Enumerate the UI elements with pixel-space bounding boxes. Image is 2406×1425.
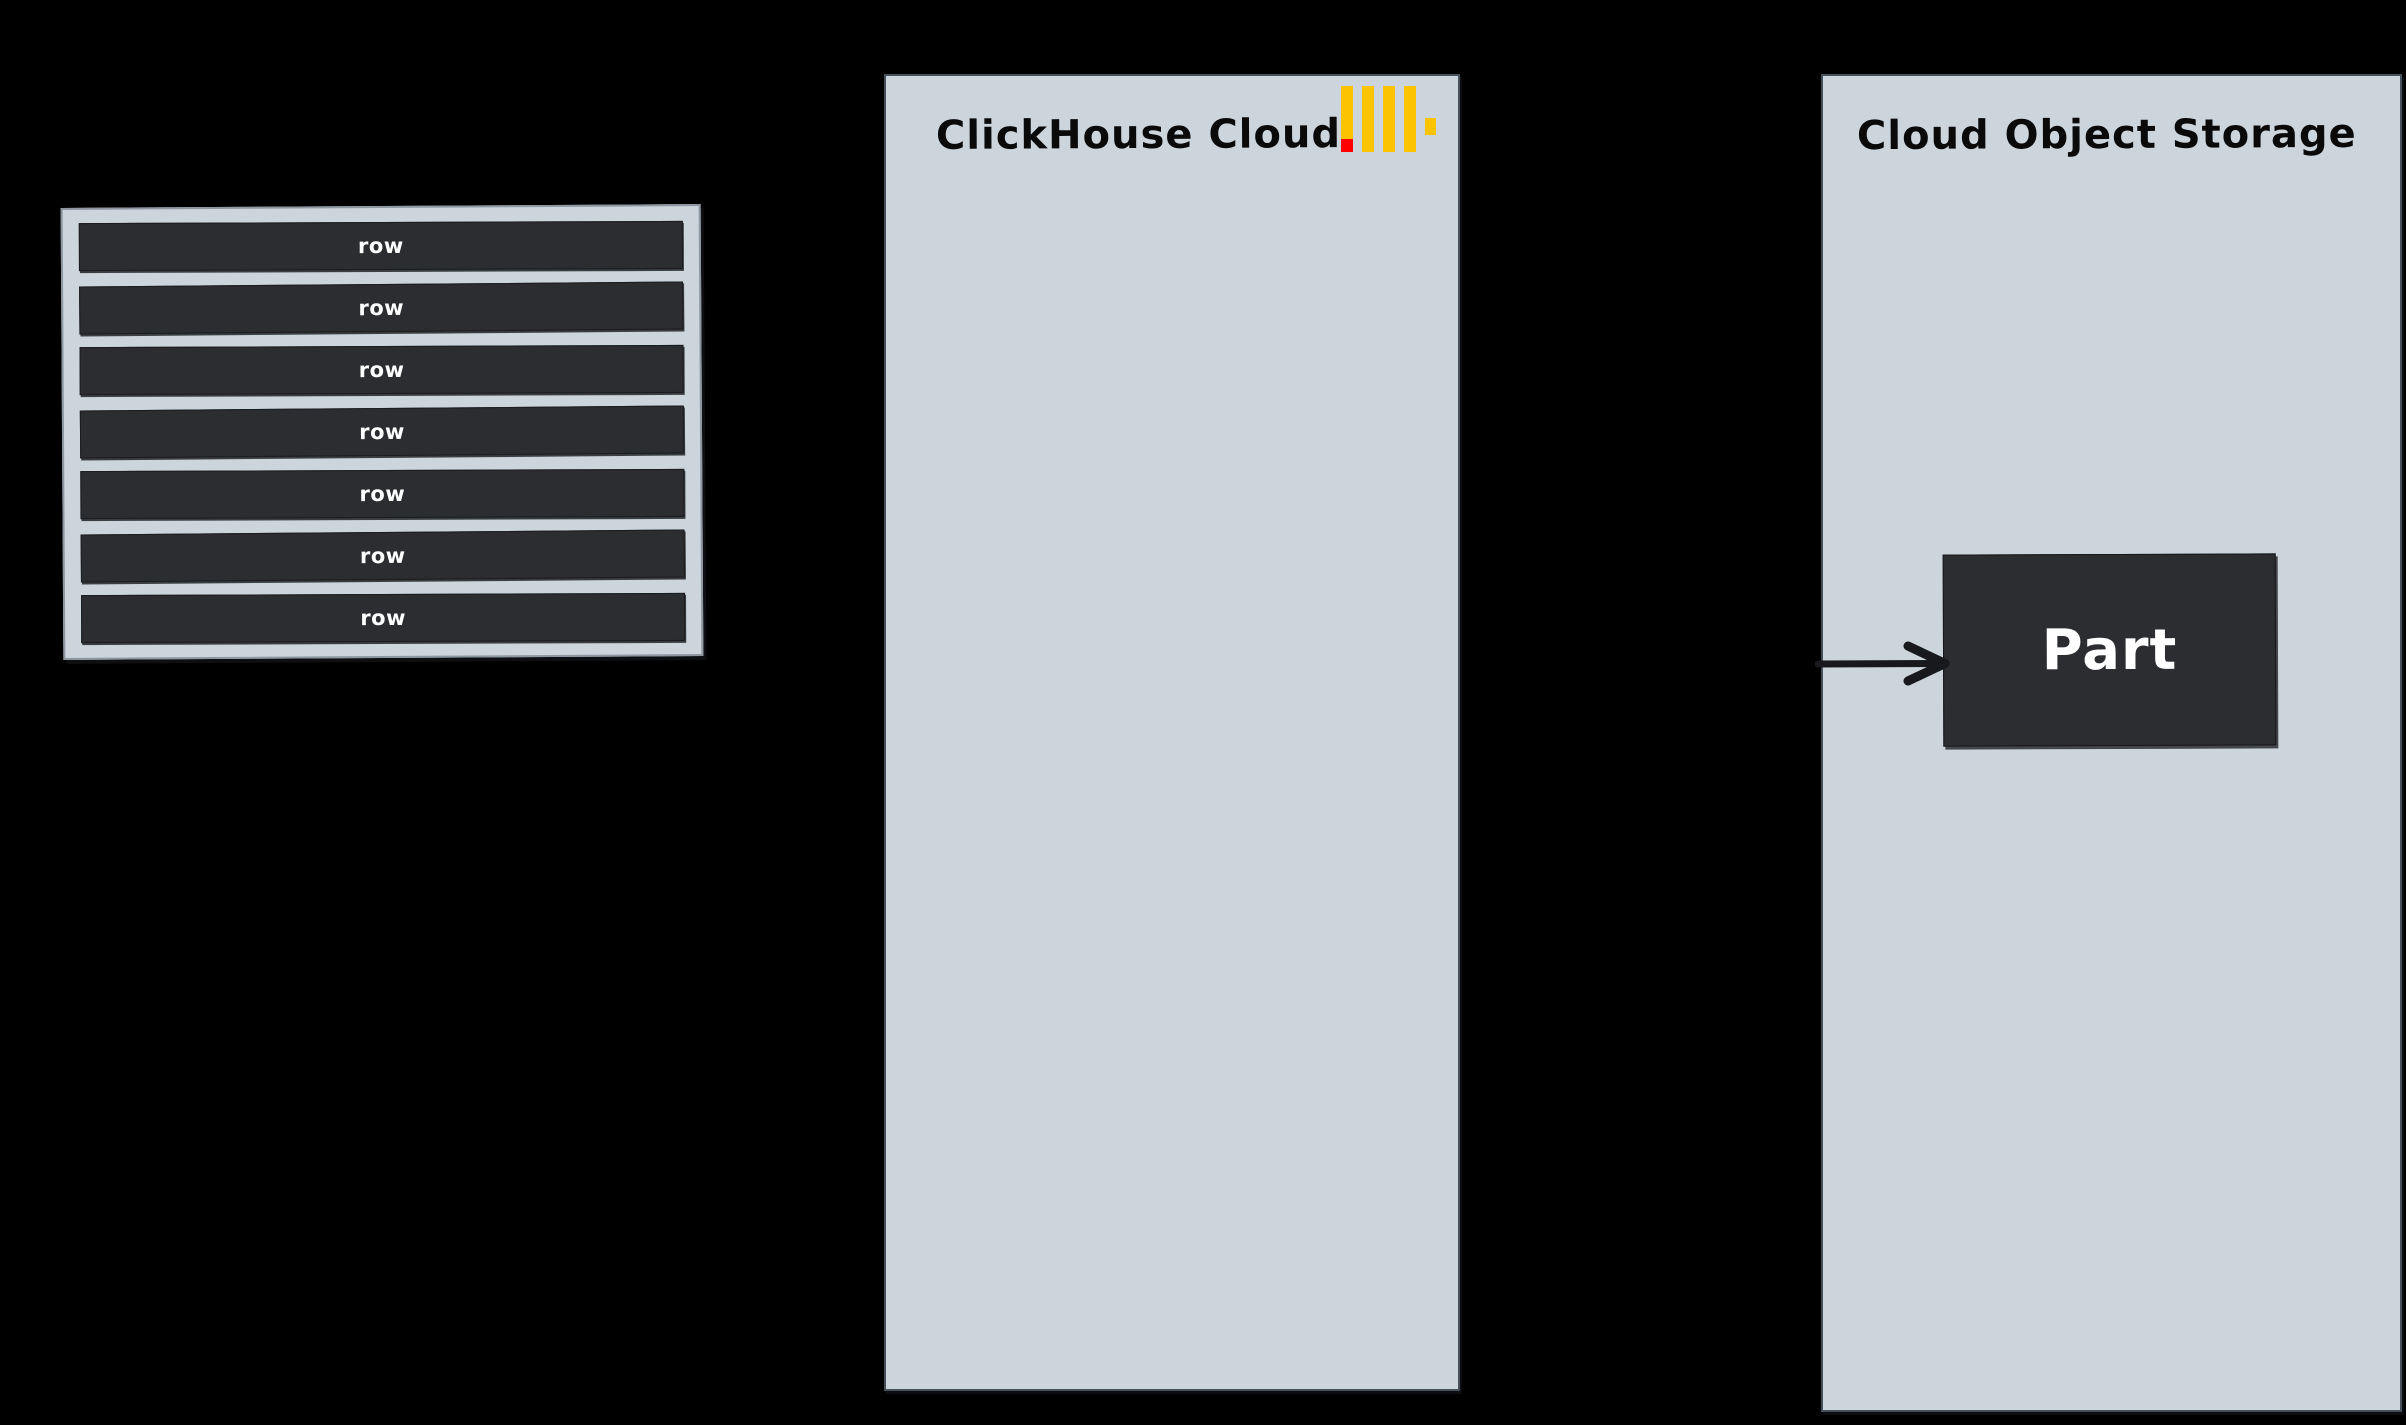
logo-bar-2 <box>1362 86 1374 152</box>
logo-accent-square <box>1341 139 1353 152</box>
table-row: row <box>79 344 684 396</box>
clickhouse-logo-icon <box>1341 86 1436 152</box>
row-label: row <box>357 233 404 259</box>
part-label: Part <box>2041 617 2178 683</box>
clickhouse-cloud-title: ClickHouse Cloud <box>935 111 1342 159</box>
row-label: row <box>359 481 406 507</box>
table-row: row <box>80 468 685 520</box>
table-row: row <box>81 592 686 644</box>
clickhouse-cloud-panel <box>884 74 1460 1391</box>
table-row: row <box>80 529 685 583</box>
table-row: row <box>78 220 683 272</box>
row-label: row <box>358 295 405 321</box>
logo-bar-1 <box>1341 86 1353 152</box>
row-label: row <box>359 419 405 445</box>
cloud-object-storage-title: Cloud Object Storage <box>1856 110 2357 160</box>
row-label: row <box>359 543 406 569</box>
row-label: row <box>358 357 405 383</box>
logo-dash <box>1425 118 1436 135</box>
rows-list: row row row row row row row <box>78 220 686 644</box>
table-row: row <box>79 281 684 335</box>
rows-table: row row row row row row row <box>60 204 704 660</box>
logo-bar-4 <box>1404 86 1416 152</box>
table-row: row <box>79 405 685 459</box>
row-label: row <box>360 605 407 631</box>
logo-bar-3 <box>1383 86 1395 152</box>
part-block: Part <box>1942 553 2277 747</box>
